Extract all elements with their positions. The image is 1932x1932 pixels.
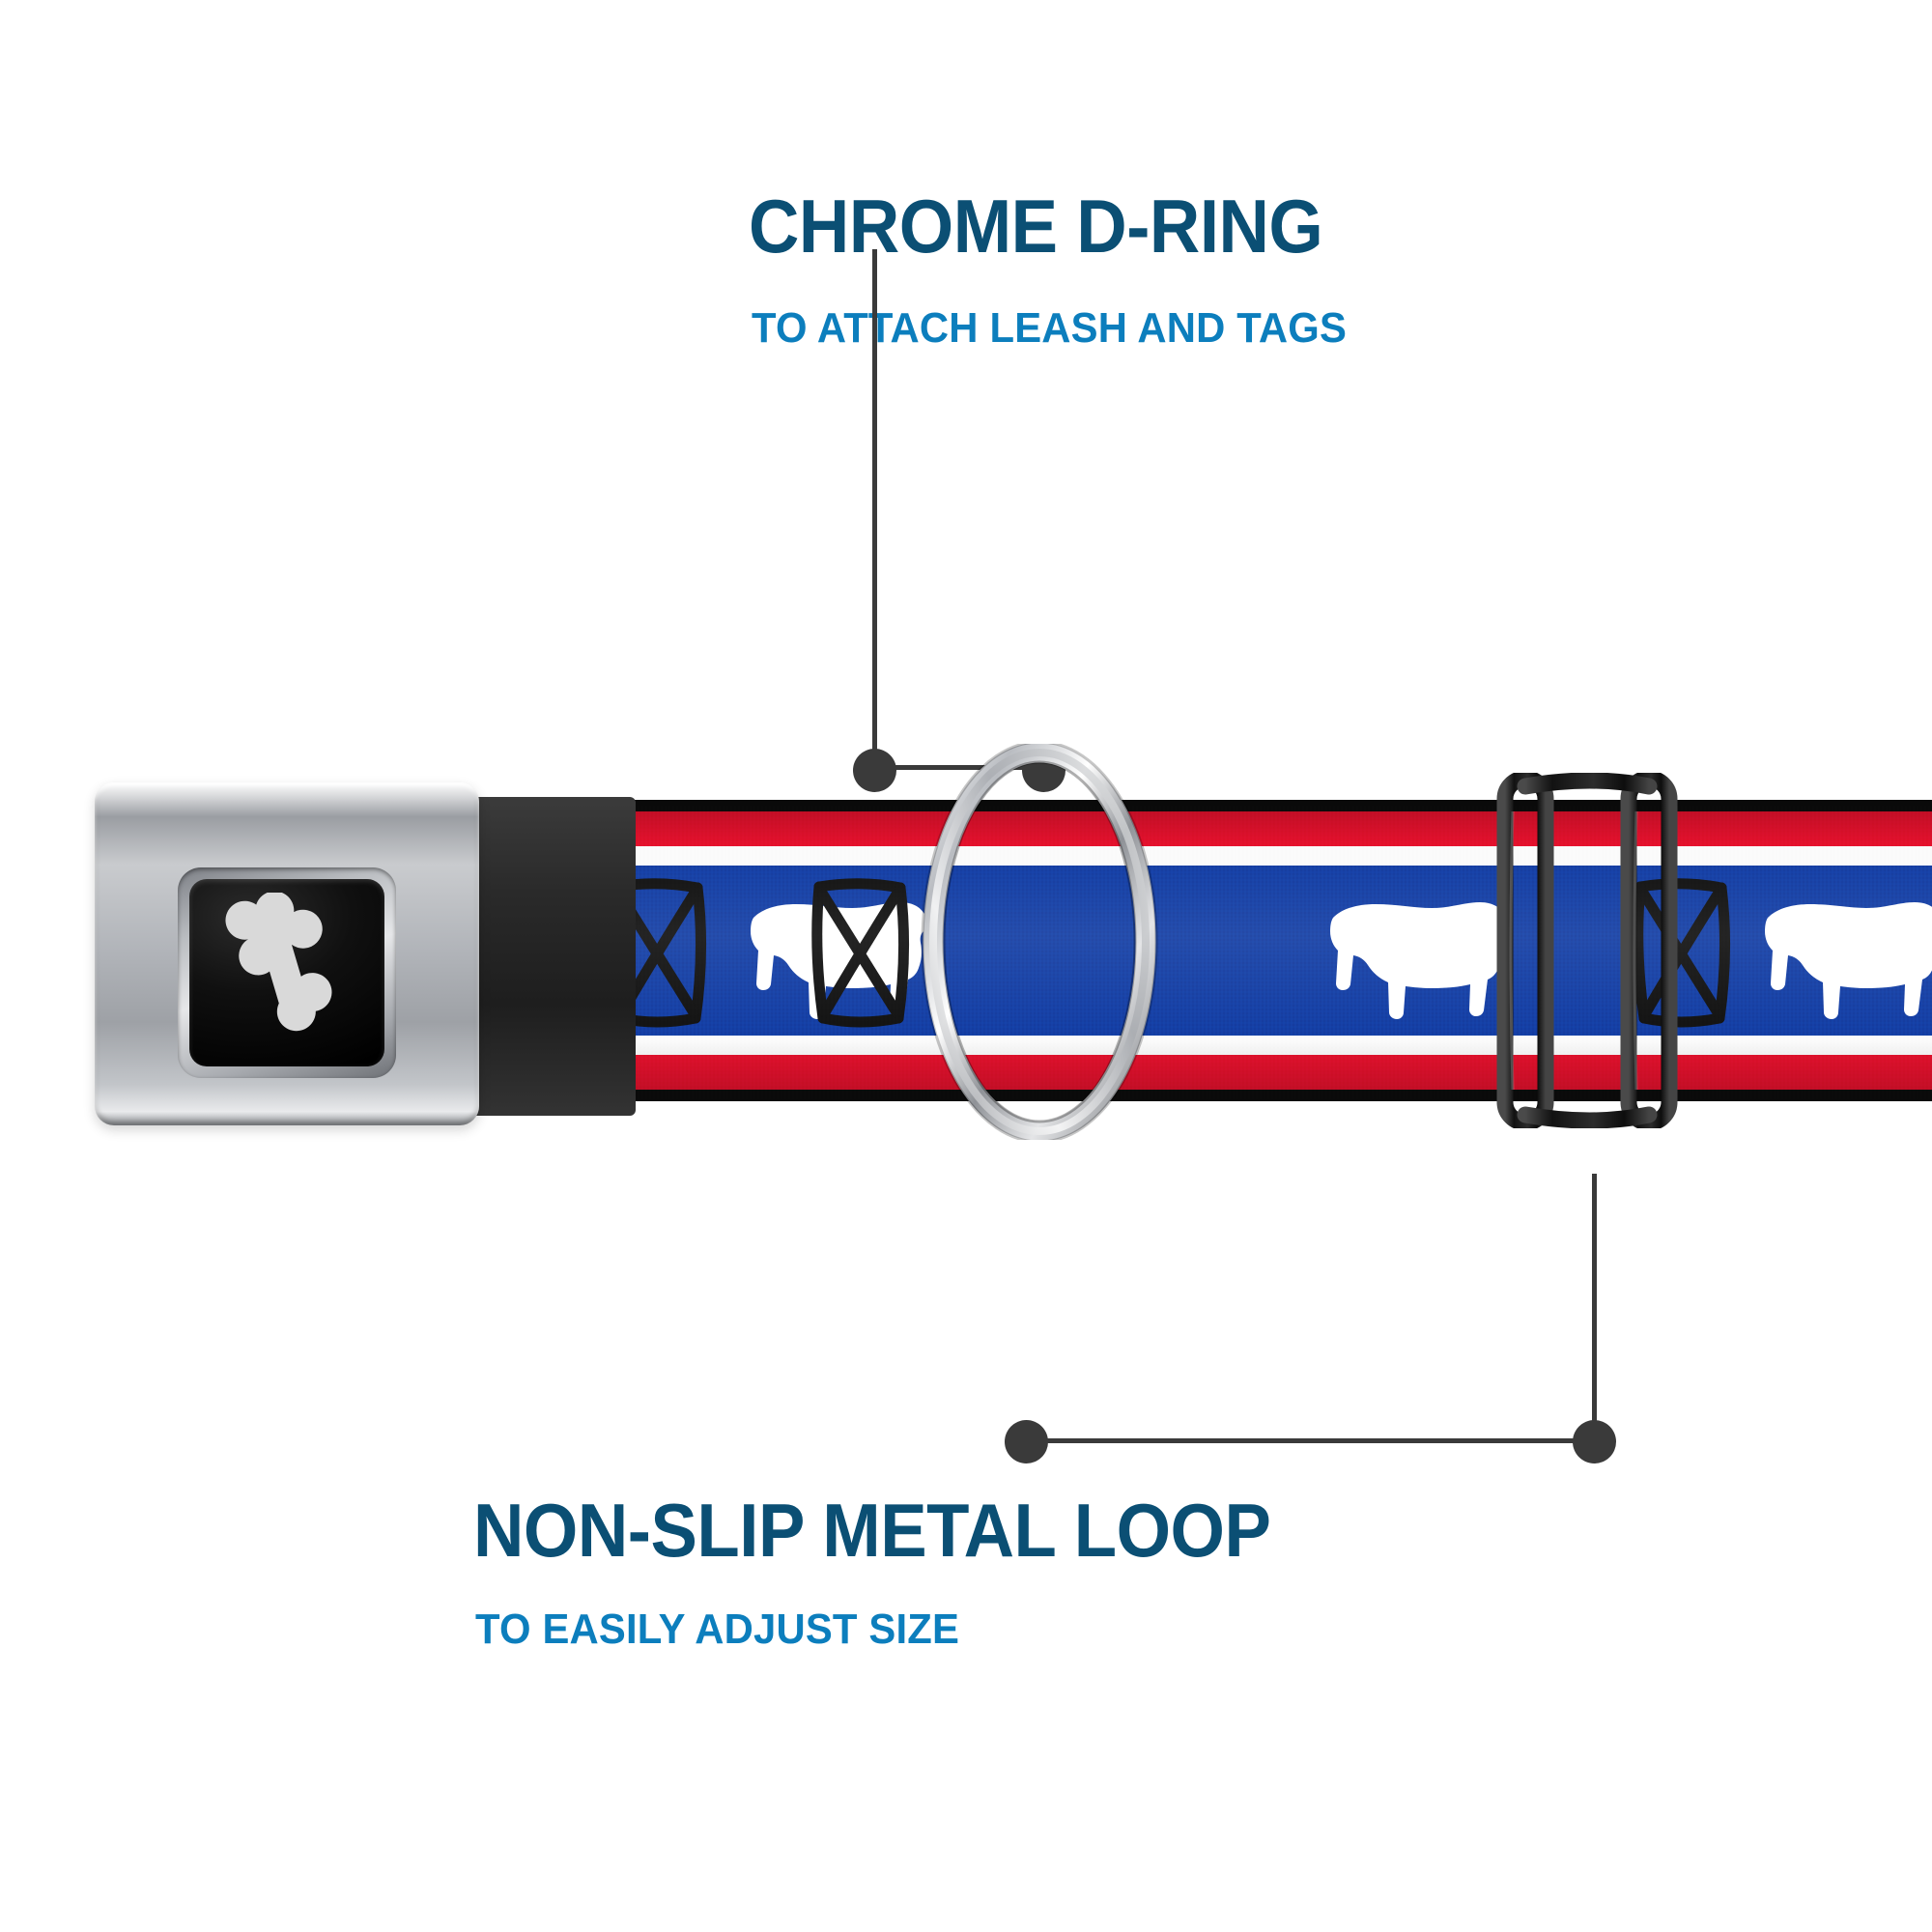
leader-line-vertical-metal-loop: [1592, 1174, 1597, 1439]
buckle-black-plate: [189, 879, 384, 1066]
strap-stripe-red-top: [522, 811, 1932, 846]
leader-line-horizontal-metal-loop: [1029, 1438, 1594, 1443]
chrome-d-ring: [921, 744, 1158, 1140]
strap-stripe-red-bottom: [522, 1055, 1932, 1090]
callout-title-chrome-d-ring: CHROME D-RING: [749, 184, 1323, 269]
bison-silhouette-icon: [1330, 902, 1507, 1019]
collar-strap-wyoming-flag: [522, 800, 1932, 1101]
bison-silhouette-icon: [751, 902, 927, 1019]
leader-line-vertical-d-ring: [872, 249, 877, 764]
callout-subtitle-chrome-d-ring: TO ATTACH LEASH AND TAGS: [752, 304, 1348, 352]
leader-line-horizontal-d-ring: [892, 765, 1041, 770]
strap-stripe-black-bottom: [522, 1090, 1932, 1101]
strap-stripe-blue-field: [522, 866, 1932, 1036]
leader-dot-d-ring-origin: [853, 749, 896, 792]
callout-subtitle-non-slip-metal-loop: TO EASILY ADJUST SIZE: [475, 1605, 960, 1653]
dog-bone-icon: [225, 893, 332, 1032]
strap-stripe-white-top: [522, 846, 1932, 866]
wyoming-brand-icon: [811, 878, 910, 1028]
buckle-chrome-body: [95, 782, 479, 1125]
non-slip-metal-loop: [1496, 773, 1678, 1128]
callout-title-non-slip-metal-loop: NON-SLIP METAL LOOP: [473, 1488, 1271, 1573]
leader-dot-metal-loop-origin: [1005, 1420, 1048, 1463]
wyoming-brand-icon: [1633, 878, 1731, 1028]
chrome-seatbelt-buckle: [95, 763, 636, 1150]
strap-stripe-black-top: [522, 800, 1932, 811]
strap-stripe-white-bottom: [522, 1036, 1932, 1055]
bison-silhouette-icon: [1765, 902, 1932, 1019]
